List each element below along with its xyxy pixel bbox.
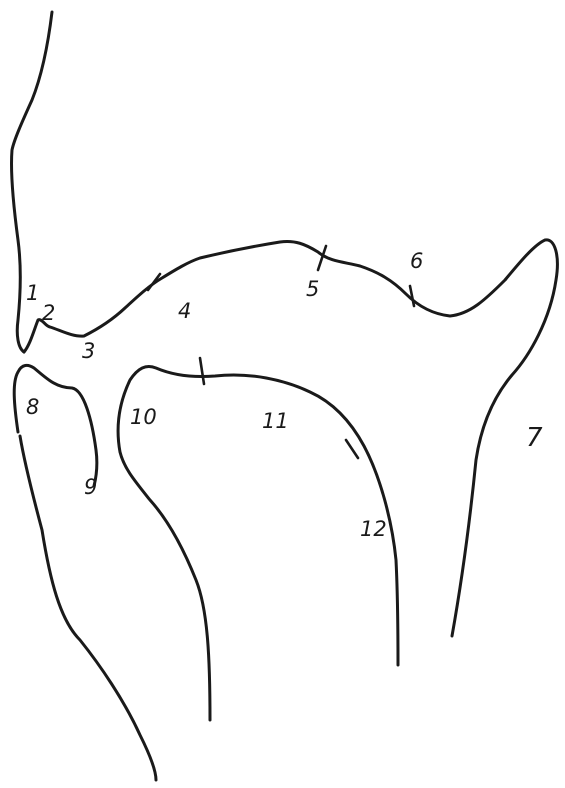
label-12: 12 (360, 517, 387, 541)
label-10: 10 (130, 405, 157, 429)
tick-mark-6 (410, 286, 414, 306)
label-7: 7 (526, 423, 543, 453)
label-1: 1 (26, 281, 39, 305)
tongue-outline (118, 367, 398, 721)
label-6: 6 (410, 249, 423, 273)
label-4: 4 (178, 299, 191, 323)
label-8: 8 (26, 395, 39, 419)
label-11: 11 (262, 409, 289, 433)
tick-mark-10-11 (200, 358, 204, 384)
label-3: 3 (82, 339, 95, 363)
label-5: 5 (306, 277, 319, 301)
upper-vocal-tract-outline (24, 240, 557, 636)
tick-mark-11-12 (346, 440, 358, 458)
label-9: 9 (84, 475, 97, 499)
label-2: 2 (42, 301, 55, 325)
